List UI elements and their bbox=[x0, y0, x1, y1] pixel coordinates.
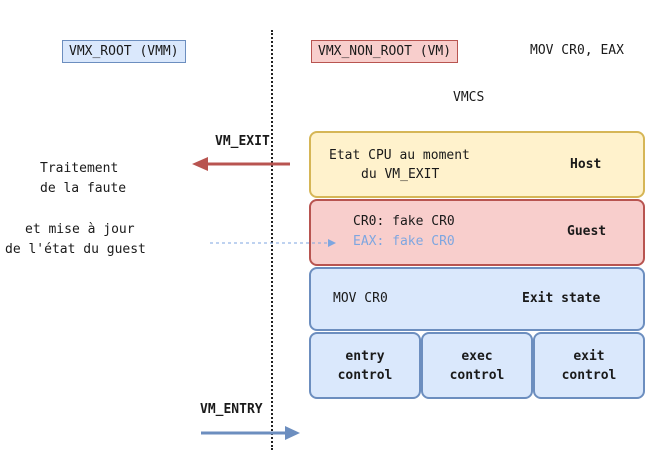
exit-state-text: MOV CR0 bbox=[333, 291, 388, 306]
instruction-label: MOV CR0, EAX bbox=[530, 43, 624, 58]
vmcs-label: VMCS bbox=[453, 90, 485, 105]
guest-eax-text: EAX: fake CR0 bbox=[353, 234, 455, 249]
exit-control-line2: control bbox=[561, 367, 617, 383]
fault-handling-line1: Traitement bbox=[40, 161, 119, 176]
exit-control-block: exit control bbox=[533, 332, 645, 399]
root-nonroot-divider bbox=[271, 30, 273, 450]
vm-exit-label: VM_EXIT bbox=[215, 134, 270, 149]
entry-control-block: entry control bbox=[309, 332, 421, 399]
exit-state-block: MOV CR0 Exit state bbox=[309, 267, 645, 331]
entry-control-line2: control bbox=[337, 367, 393, 383]
exec-control-block: exec control bbox=[421, 332, 533, 399]
entry-control-line1: entry bbox=[345, 348, 385, 364]
host-state-text-line1: Etat CPU au moment bbox=[329, 148, 470, 163]
vm-entry-label: VM_ENTRY bbox=[200, 402, 263, 417]
vm-entry-arrow bbox=[201, 426, 300, 440]
guest-update-line1: et mise à jour bbox=[25, 222, 135, 237]
exit-control-line1: exit bbox=[573, 348, 605, 364]
vmx-non-root-label: VMX_NON_ROOT (VM) bbox=[311, 40, 459, 63]
host-state-title: Host bbox=[570, 157, 602, 172]
exit-state-title: Exit state bbox=[522, 291, 601, 306]
vm-exit-arrow bbox=[192, 157, 290, 171]
guest-state-block: CR0: fake CR0 EAX: fake CR0 Guest bbox=[309, 199, 645, 266]
exec-control-line1: exec bbox=[461, 348, 493, 364]
host-state-block: Etat CPU au moment du VM_EXIT Host bbox=[309, 131, 645, 198]
host-state-text-line2: du VM_EXIT bbox=[361, 167, 440, 182]
exec-control-line2: control bbox=[449, 367, 505, 383]
guest-state-title: Guest bbox=[567, 224, 607, 239]
vmx-root-label: VMX_ROOT (VMM) bbox=[62, 40, 186, 63]
guest-cr0-text: CR0: fake CR0 bbox=[353, 214, 455, 229]
guest-update-line2: de l'état du guest bbox=[5, 242, 146, 257]
fault-handling-line2: de la faute bbox=[40, 181, 127, 196]
